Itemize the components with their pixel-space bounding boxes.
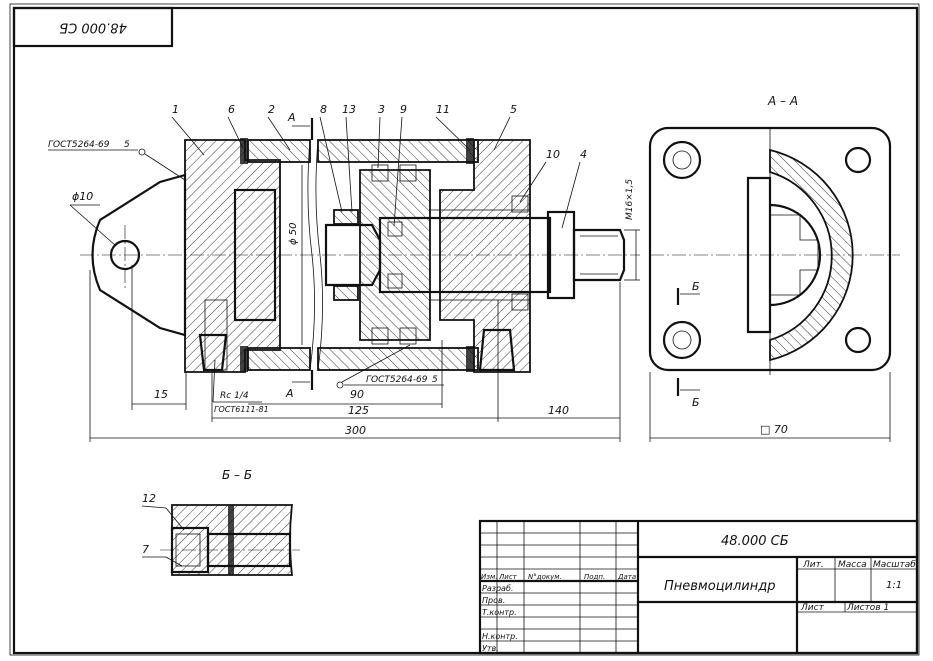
tb-role-razrab: Разраб.	[482, 584, 513, 593]
main-view: ϕ 50 M16×1,5 ϕ10 ГОСТ5264-69 5 ГОСТ5264-…	[48, 103, 640, 442]
gost-top-label: ГОСТ5264-69	[48, 140, 110, 150]
cut-b-top: Б	[692, 280, 700, 293]
tb-head-izm: Изм.	[481, 573, 497, 581]
tb-sheet: Лист	[800, 603, 825, 613]
dim-phi50: ϕ 50	[288, 223, 299, 246]
section-aa-size: □ 70	[760, 423, 788, 436]
tb-role-prov: Пров.	[482, 596, 505, 605]
leader-9: 9	[400, 103, 407, 116]
dim-300: 300	[345, 424, 366, 437]
tb-col-lit: Лит.	[802, 560, 824, 570]
rotated-stamp-code: 48.000 СБ	[59, 20, 127, 35]
section-aa: А – А Б Б □ 70	[648, 94, 900, 442]
tb-head-doc: N°докум.	[528, 573, 562, 581]
tb-scale: 1:1	[886, 580, 902, 591]
leader-11: 11	[436, 103, 450, 116]
section-aa-title: А – А	[767, 94, 798, 108]
dim-90: 90	[350, 388, 364, 401]
leader-3: 3	[378, 103, 385, 116]
rod	[378, 216, 552, 294]
gost-top-mark: 5	[124, 140, 130, 150]
cut-b-bottom: Б	[692, 396, 700, 409]
leader-6: 6	[228, 103, 235, 116]
dim-phi10: ϕ10	[72, 190, 93, 203]
section-bb-title: Б – Б	[222, 468, 252, 482]
leader-2: 2	[268, 103, 275, 116]
rc-label: Rc 1/4	[220, 391, 249, 401]
tb-doc-code: 48.000 СБ	[721, 534, 789, 549]
tb-head-list: Лист	[498, 573, 518, 581]
tb-col-scale: Масштаб	[873, 560, 916, 570]
dim-140: 140	[548, 404, 569, 417]
tb-name: Пневмоцилиндр	[664, 579, 776, 594]
tb-head-sign: Подп.	[584, 573, 605, 581]
gost-bottom-label: ГОСТ5264-69	[366, 375, 428, 385]
section-bb: Б – Б 12 7	[141, 468, 300, 576]
fitting-right	[478, 328, 516, 372]
tb-role-tkontr: Т.контр.	[482, 608, 517, 617]
tb-role-nkontr: Н.контр.	[482, 632, 518, 641]
lug-hole	[109, 239, 141, 271]
tb-head-date: Дата	[617, 573, 636, 581]
right-cover	[439, 139, 531, 373]
leader-12: 12	[142, 492, 156, 505]
dimension-lines: 15 90 125 140 300	[89, 265, 621, 442]
dim-125: 125	[348, 404, 369, 417]
rod-thread	[572, 228, 626, 282]
mounting-lug	[91, 173, 187, 337]
leader-10: 10	[546, 148, 560, 161]
fitting-left	[198, 333, 228, 372]
leader-4: 4	[580, 148, 587, 161]
dim-15: 15	[154, 388, 168, 401]
gost6111-label: ГОСТ6111-81	[214, 405, 269, 414]
tb-role-utv: Утв.	[482, 644, 499, 653]
piston	[359, 169, 431, 341]
gost-bottom-mark: 5	[432, 375, 438, 385]
cut-a-bottom: А	[285, 387, 294, 400]
leader-8: 8	[320, 103, 327, 116]
leader-7: 7	[142, 543, 149, 556]
cut-a-top: А	[287, 111, 296, 124]
leader-5: 5	[510, 103, 517, 116]
title-block: 48.000 СБ Пневмоцилиндр Лит. Масса Масшт…	[478, 519, 919, 655]
tb-sheets: Листов 1	[846, 603, 889, 613]
tb-col-mass: Масса	[838, 560, 867, 570]
outer-frame	[9, 3, 920, 656]
leader-13: 13	[342, 103, 356, 116]
dim-thread: M16×1,5	[625, 179, 635, 220]
rotated-stamp: 48.000 СБ	[12, 6, 174, 48]
leader-1: 1	[172, 103, 179, 116]
inner-frame	[12, 6, 919, 655]
